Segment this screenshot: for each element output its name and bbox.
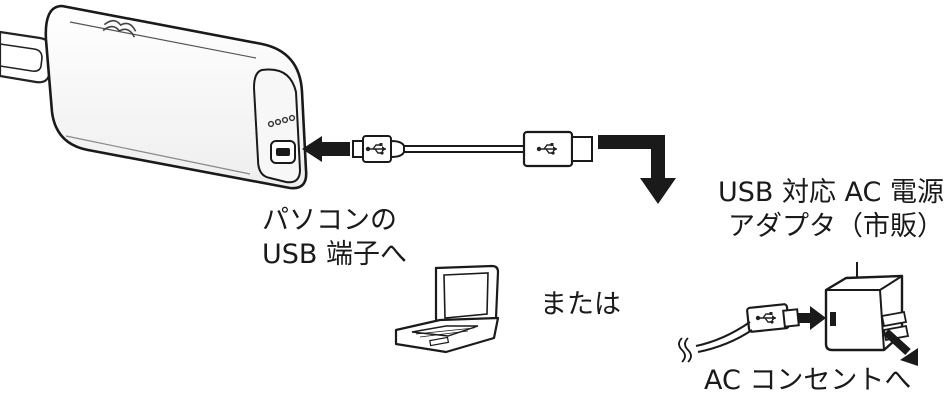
usb-cable — [352, 130, 593, 168]
or-label: または — [540, 289, 621, 320]
pc-usb-label: パソコンの USB 端子へ — [262, 204, 407, 272]
adapter-label-line2: アダプタ（市販） — [728, 211, 944, 242]
pc-usb-label-line2: USB 端子へ — [262, 239, 408, 270]
arrow-to-outlet — [883, 329, 918, 366]
adapter-label-line1: USB 対応 AC 電源 — [717, 177, 944, 208]
adapter-cable — [678, 321, 753, 363]
pc-usb-label-line1: パソコンの — [262, 205, 397, 236]
adapter-label: USB 対応 AC 電源 アダプタ（市販） — [718, 176, 944, 244]
device-usb-port — [270, 140, 296, 164]
usb-ac-adapter-icon — [824, 262, 910, 352]
laptop-icon — [394, 264, 500, 354]
outlet-label: AC コンセントへ — [704, 365, 912, 396]
arrow-to-pc-port — [302, 136, 350, 162]
adapter-usb-plug — [746, 303, 800, 333]
device-logo-icon — [102, 19, 137, 38]
led-indicators — [267, 114, 296, 128]
portable-battery-device — [0, 4, 308, 190]
arrow-to-choice — [598, 135, 676, 204]
arrow-to-adapter — [798, 306, 826, 330]
